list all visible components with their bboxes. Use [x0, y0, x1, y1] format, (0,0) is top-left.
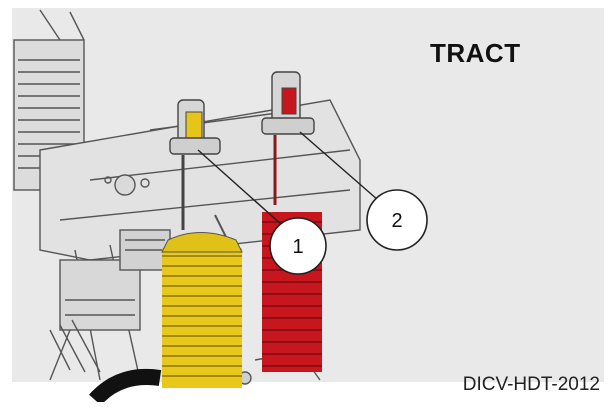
callout-1-number: 1 [292, 236, 303, 258]
callout-1: 1 [270, 218, 326, 274]
figure-title: TRACT [430, 38, 521, 69]
reference-code: DICV-HDT-2012 [463, 374, 600, 396]
callout-2: 2 [367, 190, 427, 250]
yellow-coiled-hose [162, 233, 242, 389]
callout-2-number: 2 [391, 210, 402, 232]
